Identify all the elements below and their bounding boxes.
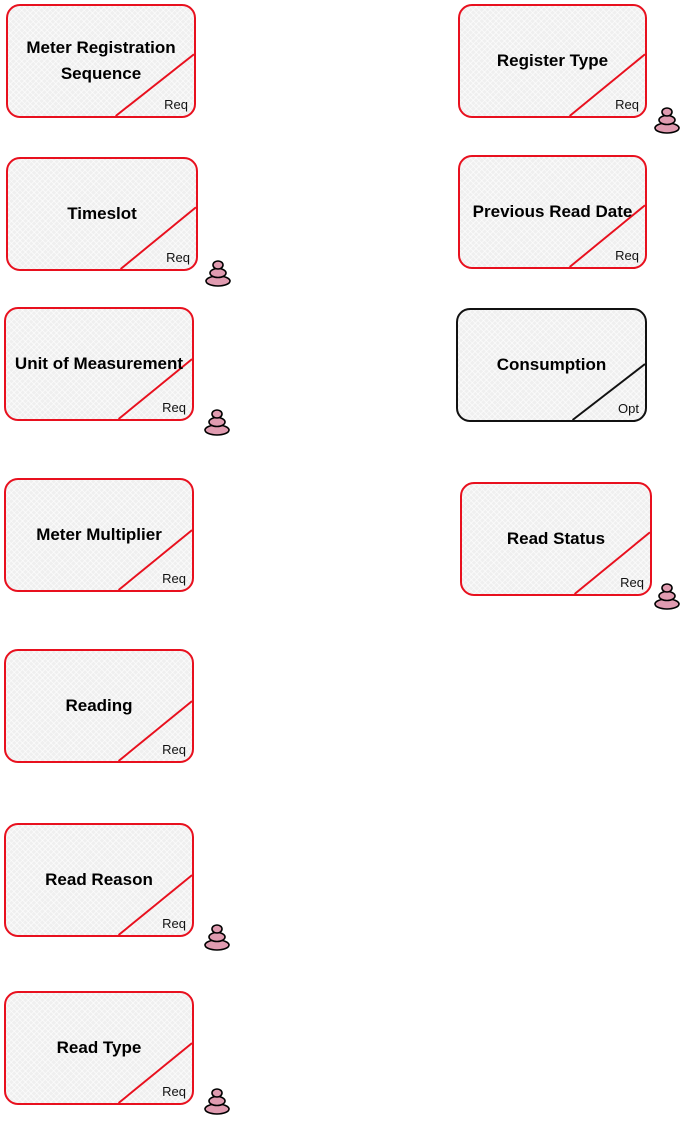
card-read-type[interactable]: Read Type Req xyxy=(4,991,194,1105)
stacked-cylinders-icon xyxy=(204,1088,230,1115)
card-title: Read Reason xyxy=(45,870,153,889)
card-title: Register Type xyxy=(496,51,609,70)
stacked-cylinders-icon xyxy=(654,107,680,134)
card-timeslot[interactable]: Timeslot Req xyxy=(6,157,198,271)
card-meter-multiplier[interactable]: Meter Multiplier Req xyxy=(4,478,194,592)
card-title: Previous Read Date xyxy=(472,202,633,221)
card-title: Meter Registration Sequence xyxy=(26,38,176,83)
required-tag: Req xyxy=(615,248,639,263)
stacked-cylinders-icon xyxy=(205,260,231,287)
card-title: Unit of Measurement xyxy=(14,354,184,373)
card-reading[interactable]: Reading Req xyxy=(4,649,194,763)
required-tag: Req xyxy=(166,250,190,265)
required-tag: Req xyxy=(162,1084,186,1099)
stacked-cylinders-icon xyxy=(204,409,230,436)
card-title: Read Status xyxy=(506,529,606,548)
card-meter-registration-sequence[interactable]: Meter Registration Sequence Req xyxy=(6,4,196,118)
required-tag: Req xyxy=(162,400,186,415)
card-title: Reading xyxy=(65,696,133,715)
required-tag: Req xyxy=(162,571,186,586)
card-unit-of-measurement[interactable]: Unit of Measurement Req xyxy=(4,307,194,421)
card-title: Meter Multiplier xyxy=(36,525,162,544)
card-consumption[interactable]: Consumption Opt xyxy=(456,308,647,422)
stacked-cylinders-icon xyxy=(654,583,680,610)
card-previous-read-date[interactable]: Previous Read Date Req xyxy=(458,155,647,269)
optional-tag: Opt xyxy=(618,401,639,416)
required-tag: Req xyxy=(620,575,644,590)
required-tag: Req xyxy=(162,916,186,931)
required-tag: Req xyxy=(615,97,639,112)
card-title: Timeslot xyxy=(67,204,137,223)
card-read-status[interactable]: Read Status Req xyxy=(460,482,652,596)
stacked-cylinders-icon xyxy=(204,924,230,951)
card-title: Read Type xyxy=(56,1038,142,1057)
required-tag: Req xyxy=(162,742,186,757)
card-register-type[interactable]: Register Type Req xyxy=(458,4,647,118)
card-title: Consumption xyxy=(496,355,607,374)
required-tag: Req xyxy=(164,97,188,112)
card-read-reason[interactable]: Read Reason Req xyxy=(4,823,194,937)
